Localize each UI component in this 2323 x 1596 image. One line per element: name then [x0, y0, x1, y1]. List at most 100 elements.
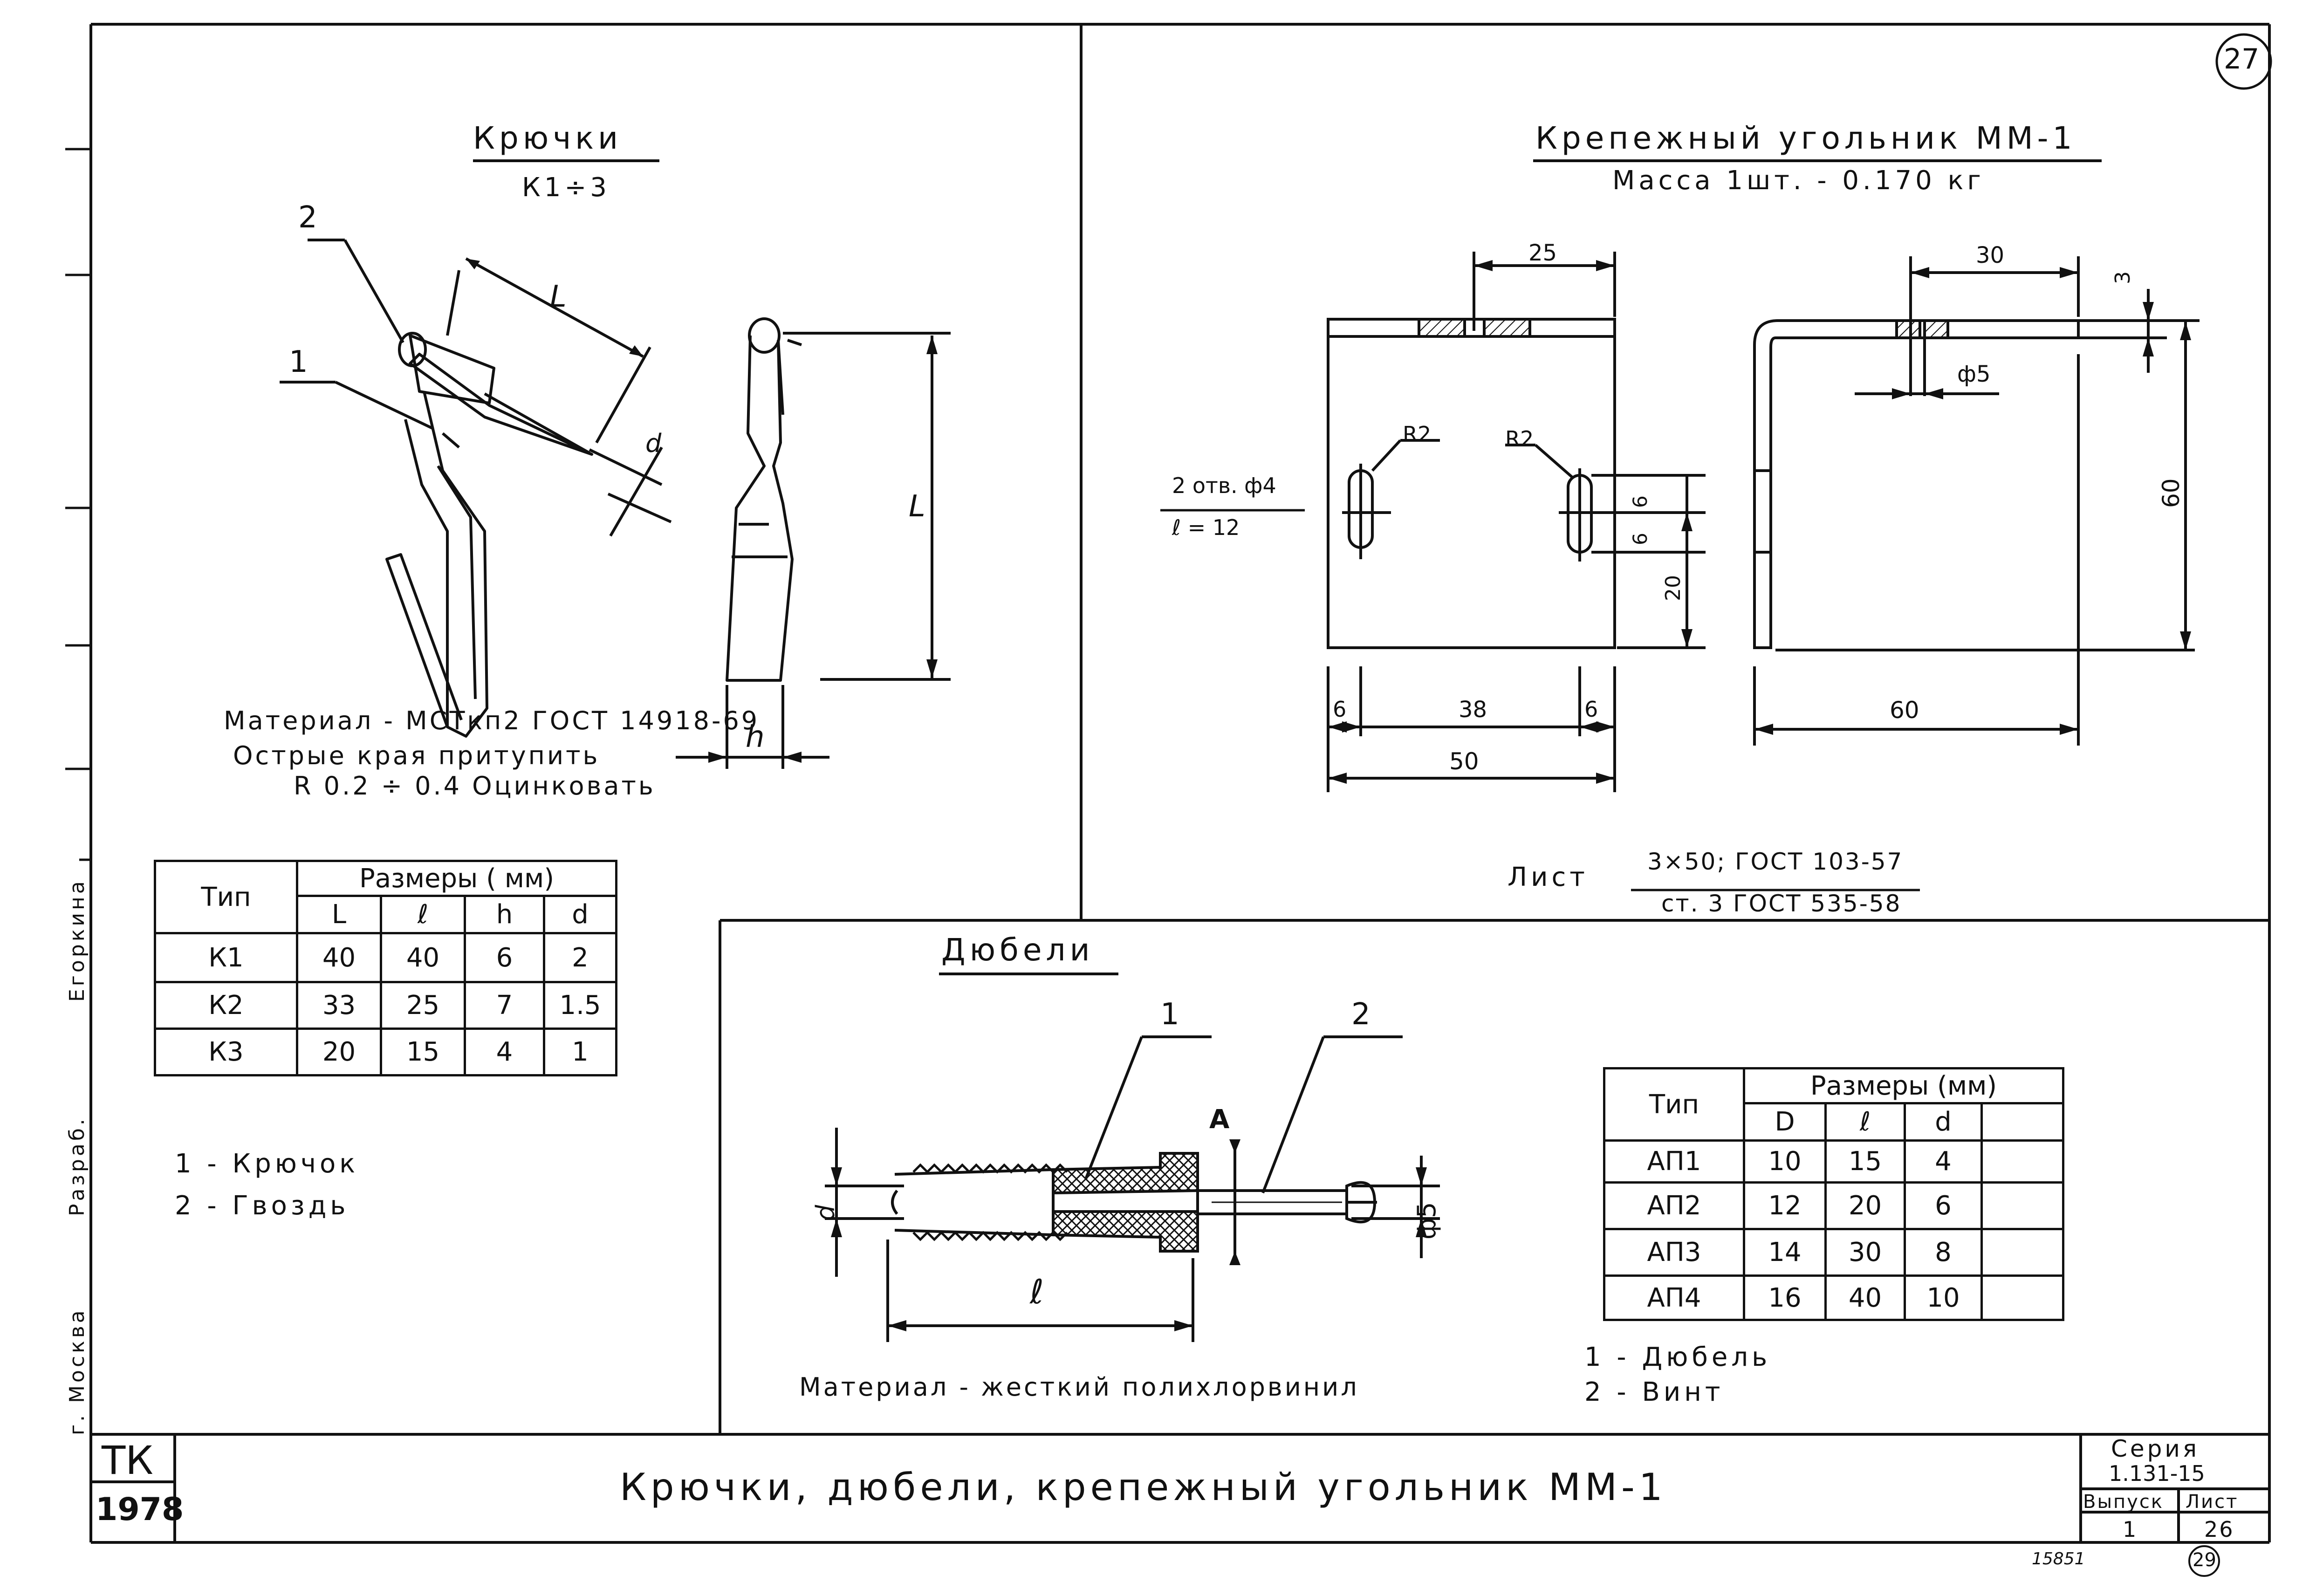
table-row: АП1 10 15 4	[1603, 1139, 2064, 1184]
hooks-table-sizes-header: Размеры ( мм)	[296, 860, 617, 897]
dowels-cell: 4	[1904, 1139, 1983, 1184]
dowels-cell	[1980, 1181, 2064, 1230]
series-label: Серия	[2111, 1435, 2200, 1462]
bracket-dim-38: 38	[1459, 697, 1487, 723]
dowels-cell: 10	[1743, 1139, 1827, 1184]
hooks-row-type: К3	[154, 1027, 298, 1076]
dowels-cell: 30	[1824, 1228, 1906, 1277]
bracket-dim-6a: 6	[1629, 495, 1651, 508]
dowel-dim-d: d	[811, 1205, 840, 1221]
issue-label: Выпуск	[2083, 1491, 2164, 1513]
hook-dim-d: d	[645, 429, 662, 458]
developed-label: Разраб.	[65, 1116, 89, 1216]
dowels-table-col	[1980, 1102, 2064, 1142]
hooks-cell: 25	[380, 981, 466, 1030]
hook-dim-h: h	[746, 720, 765, 754]
hooks-table-col: ℓ	[380, 895, 466, 934]
hooks-size-table: Тип Размеры ( мм) L ℓ h d К1 40 40 6 2 К…	[154, 860, 617, 1076]
hooks-cell: 15	[380, 1027, 466, 1076]
dowels-cell: 6	[1904, 1181, 1983, 1230]
hooks-row-type: К2	[154, 981, 298, 1030]
dowels-cell: 20	[1824, 1181, 1906, 1230]
bracket-dim-r2-left: R2	[1403, 422, 1432, 447]
hooks-cell: 40	[296, 932, 382, 983]
dowels-table-type-header: Тип	[1603, 1067, 1745, 1142]
dowels-cell: 10	[1904, 1274, 1983, 1321]
dowels-table-col: ℓ	[1824, 1102, 1906, 1142]
dowels-row-type: АП1	[1603, 1139, 1745, 1184]
dowels-row-type: АП3	[1603, 1228, 1745, 1277]
bracket-hole-count: 2 отв. ф4	[1172, 473, 1276, 498]
bracket-dim-3: 3	[2111, 271, 2135, 284]
dowels-cell: 15	[1824, 1139, 1906, 1184]
hooks-table-col: L	[296, 895, 382, 934]
dowels-row-type: АП4	[1603, 1274, 1745, 1321]
dowels-title: Дюбели	[941, 932, 1094, 968]
hooks-cell: 7	[464, 981, 545, 1030]
hooks-row-type: К1	[154, 932, 298, 983]
table-row: АП4 16 40 10	[1603, 1274, 2064, 1321]
hooks-title: Крючки	[473, 120, 623, 156]
table-row: АП2 12 20 6	[1603, 1181, 2064, 1230]
bracket-sheet-label: Лист	[1508, 862, 1589, 892]
bracket-dim-50: 50	[1449, 748, 1479, 775]
series-value: 1.131-15	[2109, 1461, 2205, 1486]
bracket-dim-60-vertical: 60	[2158, 478, 2185, 508]
hooks-table-col: h	[464, 895, 545, 934]
table-row: К3 20 15 4 1	[154, 1027, 617, 1076]
hooks-cell: 6	[464, 932, 545, 983]
table-row: АП3 14 30 8	[1603, 1228, 2064, 1277]
bracket-dim-6-left: 6	[1333, 697, 1347, 722]
table-row: К2 33 25 7 1.5	[154, 981, 617, 1030]
sheet-value: 26	[2204, 1517, 2234, 1542]
bracket-sheet-spec: 3×50; ГОСТ 103-57	[1647, 848, 1904, 875]
sheet-title: Крючки, дюбели, крепежный угольник ММ-1	[620, 1466, 1667, 1509]
bracket-dim-30: 30	[1976, 242, 2005, 268]
dowels-cell: 40	[1824, 1274, 1906, 1321]
hooks-cell: 20	[296, 1027, 382, 1076]
hooks-cell: 1.5	[543, 981, 617, 1030]
bracket-dim-20: 20	[1661, 575, 1685, 601]
hooks-legend-item: 2 - Гвоздь	[175, 1191, 349, 1221]
hook-label-part1: 1	[289, 345, 308, 379]
hooks-cell: 40	[380, 932, 466, 983]
dowel-section-mark: А	[1209, 1104, 1230, 1135]
hooks-legend-item: 1 - Крючок	[175, 1149, 359, 1179]
dowels-row-type: АП2	[1603, 1181, 1745, 1230]
hooks-cell: 1	[543, 1027, 617, 1076]
dowels-table-sizes-header: Размеры (мм)	[1743, 1067, 2064, 1104]
page-number: 27	[2224, 43, 2260, 75]
bracket-dim-r2-right: R2	[1505, 426, 1534, 452]
bracket-dim-phi5: ф5	[1957, 361, 1991, 387]
hook-material-note: Материал - МСТкп2 ГОСТ 14918-69	[224, 706, 760, 735]
hooks-cell: 4	[464, 1027, 545, 1076]
issue-value: 1	[2123, 1517, 2138, 1542]
dowels-table-col: D	[1743, 1102, 1827, 1142]
archive-number: 15851	[2032, 1549, 2085, 1569]
hooks-table-type-header: Тип	[154, 860, 298, 934]
dowels-cell	[1980, 1139, 2064, 1184]
bracket-dim-6b: 6	[1629, 533, 1651, 545]
hook-finish-note: R 0.2 ÷ 0.4 Оцинковать	[294, 771, 656, 801]
bracket-mass: Масса 1шт. - 0.170 кг	[1612, 165, 1985, 196]
dowels-cell: 16	[1743, 1274, 1827, 1321]
dowel-dim-phi5: ф5	[1412, 1202, 1441, 1240]
bracket-title: Крепежный угольник ММ-1	[1535, 120, 2076, 156]
logo-year: 1978	[96, 1491, 184, 1528]
hooks-table-col: d	[543, 895, 617, 934]
bracket-dim-6-right: 6	[1584, 697, 1598, 722]
dowels-cell: 12	[1743, 1181, 1827, 1230]
dowels-cell: 14	[1743, 1228, 1827, 1277]
dowel-label-part1: 1	[1160, 997, 1179, 1032]
bracket-hole-length: ℓ = 12	[1172, 515, 1240, 540]
dowel-dim-l: ℓ	[1030, 1272, 1044, 1311]
hook-label-part2: 2	[298, 200, 317, 235]
developer-name: Егоркина	[65, 878, 89, 1002]
dowels-size-table: Тип Размеры (мм) D ℓ d АП1 10 15 4 АП2 1…	[1603, 1067, 2064, 1321]
bracket-dim-25: 25	[1528, 240, 1557, 266]
dowels-table-col: d	[1904, 1102, 1983, 1142]
table-row: К1 40 40 6 2	[154, 932, 617, 983]
sheet-label: Лист	[2186, 1491, 2239, 1513]
dowel-label-part2: 2	[1351, 997, 1371, 1032]
